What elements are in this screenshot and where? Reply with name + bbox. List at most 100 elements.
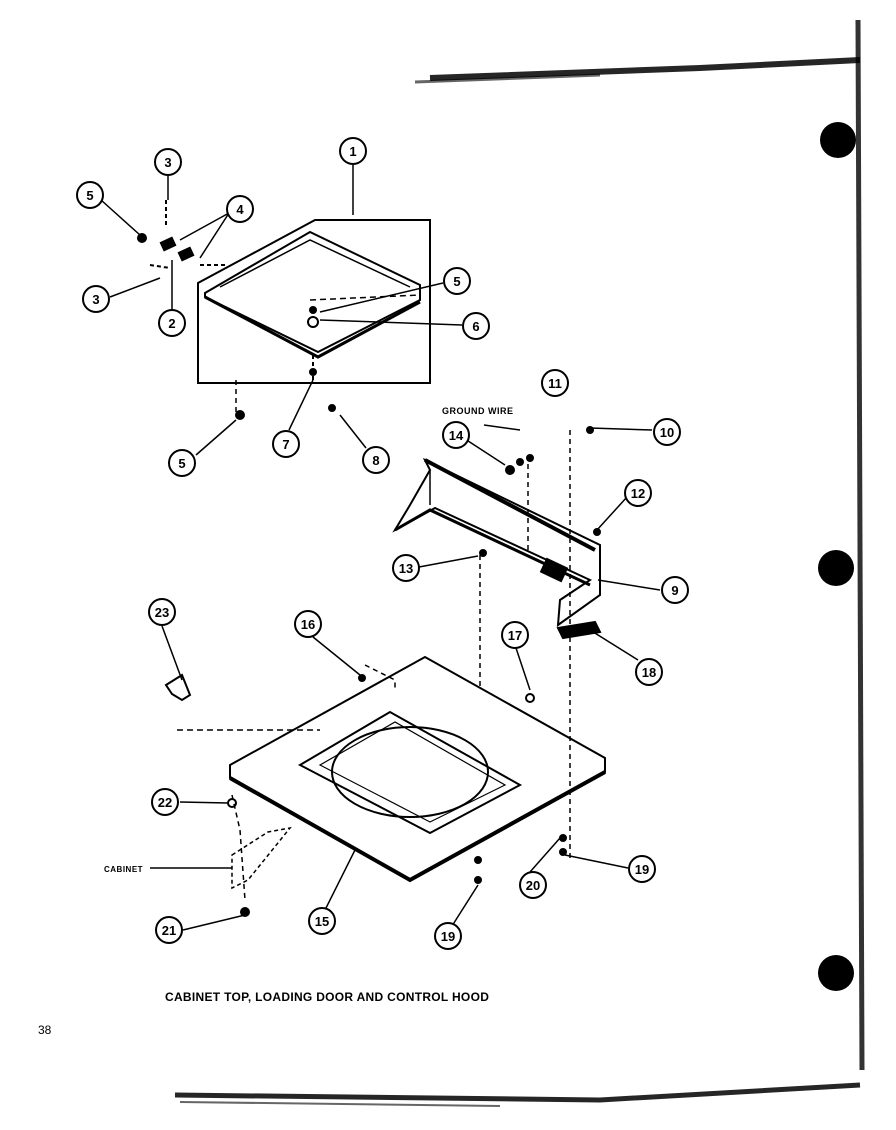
callout-2-text: 2 — [168, 316, 175, 331]
callout-5 — [168, 449, 196, 477]
callout-3-text: 3 — [164, 155, 171, 170]
binder-hole-middle — [818, 550, 854, 586]
door-screw — [309, 368, 317, 376]
ground-wire-label: GROUND WIRE — [442, 406, 514, 416]
cabinet-screw — [474, 876, 482, 884]
callout-5 — [76, 181, 104, 209]
cabinet-screw — [559, 848, 567, 856]
cabinet-screw — [240, 907, 250, 917]
cabinet-screw — [525, 693, 535, 703]
ground-screw — [516, 458, 524, 466]
callout-12-text: 12 — [631, 486, 645, 501]
callout-5-text: 5 — [86, 188, 93, 203]
callout-7-text: 7 — [282, 437, 289, 452]
callout-15 — [308, 907, 336, 935]
cabinet-top-panel — [229, 655, 606, 882]
callout-23-text: 23 — [155, 605, 169, 620]
door-screw — [235, 410, 245, 420]
diagram-caption: CABINET TOP, LOADING DOOR AND CONTROL HO… — [165, 990, 490, 1004]
callout-19-text: 19 — [635, 862, 649, 877]
callout-5 — [443, 267, 471, 295]
door-hinge-bracket — [159, 236, 177, 252]
tub-opening — [331, 726, 489, 818]
callout-14 — [442, 421, 470, 449]
callout-19 — [628, 855, 656, 883]
callout-18 — [635, 658, 663, 686]
callout-17-text: 17 — [508, 628, 522, 643]
callout-16-text: 16 — [301, 617, 315, 632]
callout-19-text: 19 — [441, 929, 455, 944]
hinge-screw — [137, 233, 147, 243]
cabinet-screw — [358, 674, 366, 682]
callout-8 — [362, 446, 390, 474]
callout-21 — [155, 916, 183, 944]
loading-door-assembly — [137, 200, 431, 420]
callout-7 — [272, 430, 300, 458]
callout-19 — [434, 922, 462, 950]
callout-22 — [151, 788, 179, 816]
callout-6-text: 6 — [472, 319, 479, 334]
door-frame-outline — [197, 219, 431, 384]
cabinet-screw — [474, 856, 482, 864]
callout-circles — [76, 137, 689, 950]
ground-screw — [505, 465, 515, 475]
control-hood-panel — [392, 457, 601, 628]
callout-13 — [392, 554, 420, 582]
scan-border — [174, 19, 865, 1107]
ground-screw — [526, 454, 534, 462]
callout-21-text: 21 — [162, 923, 176, 938]
callout-4-text: 4 — [236, 202, 244, 217]
callout-16 — [294, 610, 322, 638]
door-screw — [328, 404, 336, 412]
hood-end-bracket — [556, 620, 602, 640]
callout-9-text: 9 — [671, 583, 678, 598]
callout-4 — [226, 195, 254, 223]
callout-20 — [519, 871, 547, 899]
callout-15-text: 15 — [315, 914, 329, 929]
callout-5-text: 5 — [453, 274, 460, 289]
loading-door-panel — [204, 230, 421, 354]
door-fastener — [309, 306, 317, 314]
callout-14-text: 14 — [449, 428, 464, 443]
binder-hole-top — [820, 122, 856, 158]
callout-22-text: 22 — [158, 795, 172, 810]
callout-11 — [541, 369, 569, 397]
control-hood-assembly — [392, 426, 602, 860]
page-number: 38 — [38, 1023, 52, 1037]
loading-opening — [297, 710, 523, 835]
door-fastener — [307, 316, 319, 328]
callout-10-text: 10 — [660, 425, 674, 440]
callout-3 — [82, 285, 110, 313]
callout-1 — [339, 137, 367, 165]
callout-3 — [154, 148, 182, 176]
callout-2 — [158, 309, 186, 337]
callout-8-text: 8 — [372, 453, 379, 468]
callout-13-text: 13 — [399, 561, 413, 576]
callout-12 — [624, 479, 652, 507]
callout-1-text: 1 — [349, 144, 356, 159]
callout-20-text: 20 — [526, 878, 540, 893]
callout-numbers: 1 3 5 4 3 2 5 6 5 7 8 11 14 10 12 13 9 2… — [86, 144, 678, 944]
hood-window — [539, 557, 569, 583]
callout-10 — [653, 418, 681, 446]
callout-3-text: 3 — [92, 292, 99, 307]
callout-9 — [661, 576, 689, 604]
callout-23 — [148, 598, 176, 626]
callout-18-text: 18 — [642, 665, 656, 680]
leader-lines — [100, 165, 661, 931]
cabinet-top-assembly — [164, 655, 606, 917]
hood-screw — [479, 549, 487, 557]
callout-11-text: 11 — [548, 376, 562, 391]
door-hinge-bracket — [177, 246, 195, 262]
cabinet-corner — [231, 826, 292, 890]
cabinet-screw — [227, 798, 237, 808]
callout-6 — [462, 312, 490, 340]
callout-17 — [501, 621, 529, 649]
corner-bracket — [164, 673, 192, 702]
cabinet-screw — [559, 834, 567, 842]
binder-hole-bottom — [818, 955, 854, 991]
callout-5-text: 5 — [178, 456, 185, 471]
cabinet-label: CABINET — [104, 865, 143, 874]
